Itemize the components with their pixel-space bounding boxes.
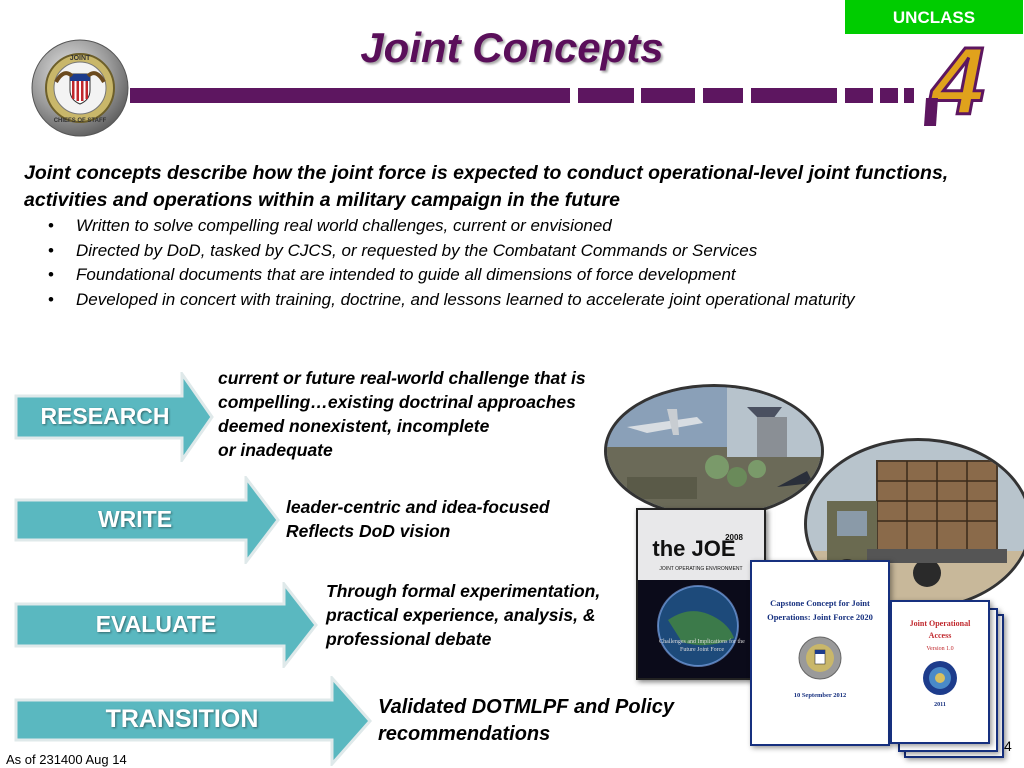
- intro-text: Joint concepts describe how the joint fo…: [24, 162, 949, 211]
- as-of-date: As of 231400 Aug 14: [6, 752, 127, 767]
- jointaccess-title: Joint Operational Access: [909, 619, 971, 640]
- description-line: professional debate: [326, 629, 492, 649]
- header-bar-dash: [880, 88, 898, 103]
- dod-seal-icon: [922, 660, 958, 696]
- description-line: compelling…existing doctrinal approaches: [218, 392, 576, 412]
- description-line: Through formal experimentation,: [326, 581, 601, 601]
- description-line: Validated DOTMLPF and Policy: [378, 696, 674, 718]
- header-bar: [130, 88, 570, 103]
- write-description: leader-centric and idea-focused Reflects…: [286, 495, 626, 543]
- description-line: or inadequate: [218, 440, 333, 460]
- classification-banner: UNCLASS: [845, 0, 1023, 34]
- seal-lettering: JOINT CHIEFS OF STAFF: [54, 55, 107, 124]
- evaluate-description: Through formal experimentation, practica…: [326, 579, 656, 651]
- description-line: practical experience, analysis, &: [326, 605, 596, 625]
- jointaccess-year: 2011: [934, 702, 946, 708]
- transition-arrow: TRANSITION: [14, 676, 372, 766]
- header-bar-dash: [751, 88, 837, 103]
- evaluate-label: EVALUATE: [95, 611, 217, 637]
- svg-text:4: 4: [929, 38, 984, 130]
- description-line: current or future real-world challenge t…: [218, 368, 586, 388]
- military-montage-photo: [604, 384, 824, 518]
- svg-text:JOINT OPERATING ENVIRONMENT: JOINT OPERATING ENVIRONMENT: [659, 566, 742, 572]
- bullet-item: Directed by DoD, tasked by CJCS, or requ…: [48, 239, 1008, 264]
- jointaccess-document-cover: Joint Operational Access Version 1.0 201…: [890, 600, 990, 744]
- research-arrow: RESEARCH: [14, 372, 214, 462]
- bullet-item: Developed in concert with training, doct…: [48, 288, 1008, 313]
- svg-text:CHIEFS OF STAFF: CHIEFS OF STAFF: [54, 118, 107, 124]
- svg-text:the JOE: the JOE: [652, 536, 735, 561]
- research-label: RESEARCH: [40, 403, 170, 429]
- capstone-document-cover: Capstone Concept for Joint Operations: J…: [750, 560, 890, 746]
- header-bar-dash: [703, 88, 743, 103]
- research-description: current or future real-world challenge t…: [218, 366, 658, 462]
- j4-logo-icon: 4: [918, 27, 1000, 137]
- transition-label: TRANSITION: [105, 705, 259, 733]
- transition-description: Validated DOTMLPF and Policy recommendat…: [378, 694, 738, 748]
- bullet-list: Written to solve compelling real world c…: [48, 214, 1008, 312]
- evaluate-arrow: EVALUATE: [14, 582, 318, 668]
- description-line: Reflects DoD vision: [286, 521, 451, 541]
- capstone-seal-icon: [798, 636, 842, 680]
- joint-chiefs-seal-icon: JOINT CHIEFS OF STAFF: [30, 38, 130, 138]
- jointaccess-version: Version 1.0: [926, 646, 954, 652]
- header-bar-dash: [578, 88, 634, 103]
- joe-document-cover: the JOE 2008 JOINT OPERATING ENVIRONMENT…: [636, 508, 766, 680]
- page-title: Joint Concepts: [360, 24, 664, 71]
- header-bar-dash: [845, 88, 873, 103]
- joe-caption: Challenges and Implications for the Futu…: [659, 639, 745, 653]
- svg-text:JOINT: JOINT: [70, 55, 91, 62]
- header-bar-dash: [641, 88, 695, 103]
- header-bar-dash: [904, 88, 914, 103]
- write-label: WRITE: [97, 506, 173, 532]
- description-line: leader-centric and idea-focused: [286, 497, 550, 517]
- svg-text:2008: 2008: [725, 533, 743, 542]
- bullet-item: Written to solve compelling real world c…: [48, 214, 1008, 239]
- description-line: deemed nonexistent, incomplete: [218, 416, 490, 436]
- bullet-item: Foundational documents that are intended…: [48, 263, 1008, 288]
- description-line: recommendations: [378, 723, 551, 745]
- page-number: 4: [1004, 738, 1012, 754]
- capstone-date: 10 September 2012: [793, 692, 847, 699]
- capstone-title: Capstone Concept for Joint Operations: J…: [767, 598, 873, 622]
- write-arrow: WRITE: [14, 476, 280, 564]
